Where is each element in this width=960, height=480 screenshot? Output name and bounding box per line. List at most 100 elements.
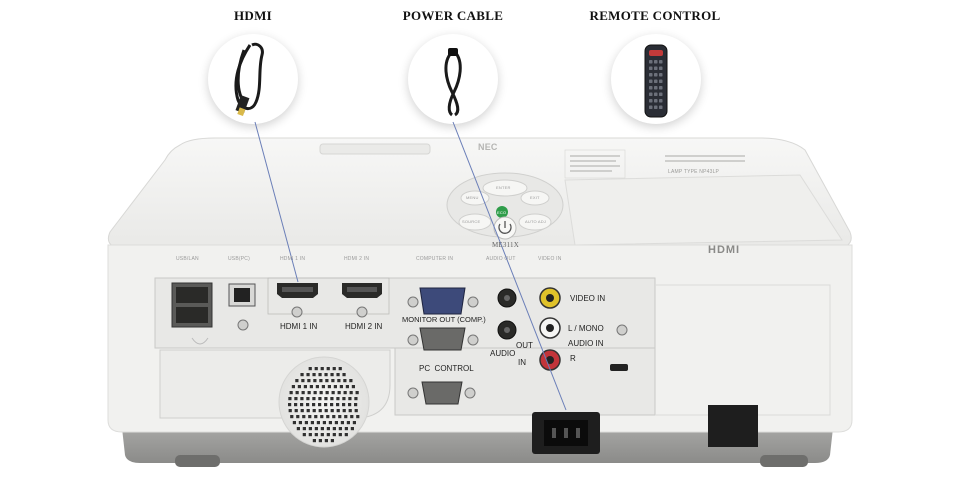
vent-hole: [302, 415, 306, 419]
vent-hole: [289, 391, 293, 395]
accessory-title-remote: REMOTE CONTROL: [589, 8, 721, 23]
vent-hole: [326, 415, 330, 419]
vent-hole: [302, 427, 306, 431]
vent-hole: [318, 409, 322, 413]
vent-hole: [312, 403, 316, 407]
lan-port-icon: [171, 282, 213, 328]
vent-hole: [306, 373, 310, 377]
vent-hole: [339, 385, 343, 389]
security-slot-icon: [708, 405, 758, 447]
vent-hole: [326, 427, 330, 431]
remote-key: [659, 73, 663, 77]
remote-key: [649, 79, 653, 83]
vent-hole: [352, 421, 357, 425]
vent-hole: [320, 415, 324, 419]
auto-adj-button-label: AUTO ADJ: [525, 219, 547, 224]
vent-hole: [307, 391, 311, 395]
vent-hole: [288, 397, 292, 401]
hdmi-logo: HDMI: [708, 244, 741, 256]
vent-hole: [336, 373, 340, 377]
vent-hole: [337, 379, 341, 383]
vent-hole: [344, 415, 348, 419]
usb-pc-label: USB(PC): [228, 256, 250, 262]
pc-control-port-icon: [407, 381, 476, 405]
vent-hole: [294, 397, 298, 401]
vent-hole: [309, 385, 313, 389]
video-in-port-label: VIDEO IN: [570, 294, 606, 303]
computer-in-top-label: COMPUTER IN: [416, 256, 454, 262]
vent-hole: [320, 367, 324, 371]
vent-hole: [348, 397, 352, 401]
vent-hole: [321, 385, 325, 389]
vent-hole: [306, 397, 310, 401]
usb-lan-label: USB/LAN: [176, 256, 199, 262]
vent-hole: [346, 421, 351, 425]
hdmi1-port-label: HDMI 1 IN: [280, 322, 318, 331]
vent-hole: [315, 385, 319, 389]
vent-hole: [325, 391, 329, 395]
vent-hole: [318, 403, 322, 407]
menu-button-label: MENU: [466, 195, 479, 200]
vent-hole: [296, 415, 300, 419]
power-connection-line: [452, 121, 567, 411]
vent-hole: [318, 397, 322, 401]
accessory-title-hdmi: HDMI: [233, 8, 273, 23]
vent-hole: [342, 409, 346, 413]
vent-hole: [318, 439, 323, 443]
vent-hole: [295, 391, 299, 395]
model-name: ME311X: [492, 241, 519, 249]
hdmi-1-port-icon: [277, 283, 318, 298]
source-button-label: SOURCE: [462, 219, 481, 224]
vent-hole: [336, 409, 340, 413]
vent-hole: [350, 427, 354, 431]
eco-button-label: ECO: [497, 210, 507, 215]
hdmi-cable-icon: [234, 42, 264, 117]
vent-hole: [303, 385, 307, 389]
vent-hole: [312, 397, 316, 401]
vent-hole: [344, 427, 348, 431]
vent-hole: [314, 433, 318, 437]
vent-hole: [292, 421, 297, 425]
vent-hole: [296, 427, 300, 431]
vent-hole: [318, 373, 322, 377]
video-in-top-label: VIDEO IN: [538, 256, 562, 262]
vent-hole: [290, 415, 294, 419]
brand-logo: NEC: [478, 142, 498, 152]
vent-hole: [337, 391, 341, 395]
remote-key: [659, 105, 663, 109]
vent-hole: [354, 403, 358, 407]
vent-hole: [314, 367, 318, 371]
remote-key: [654, 66, 658, 70]
hdmi-connection-line: [254, 121, 299, 283]
remote-key: [649, 105, 653, 109]
vent-hole: [336, 397, 340, 401]
vent-hole: [320, 433, 324, 437]
vent-hole: [348, 409, 352, 413]
vent-hole: [326, 367, 330, 371]
vent-hole: [324, 439, 329, 443]
remote-key: [654, 60, 658, 64]
monitor-out-port-label: MONITOR OUT (COMP.): [402, 315, 486, 324]
vent-hole: [325, 379, 329, 383]
vent-hole: [301, 391, 305, 395]
remote-key: [654, 99, 658, 103]
vent-hole: [294, 403, 298, 407]
vent-hole: [308, 367, 312, 371]
remote-key: [659, 92, 663, 96]
remote-key: [649, 92, 653, 96]
vent-hole: [338, 433, 342, 437]
vent-hole: [354, 397, 358, 401]
vent-hole: [316, 421, 321, 425]
vent-hole: [319, 391, 323, 395]
vent-hole: [342, 373, 346, 377]
vent-hole: [308, 433, 312, 437]
enter-button-label: ENTER: [496, 185, 511, 190]
remote-key: [659, 60, 663, 64]
lamp-type-label: LAMP TYPE NP43LP: [668, 169, 720, 175]
vent-hole: [350, 415, 354, 419]
vent-hole: [313, 379, 317, 383]
vent-hole: [324, 373, 328, 377]
remote-key: [659, 79, 663, 83]
